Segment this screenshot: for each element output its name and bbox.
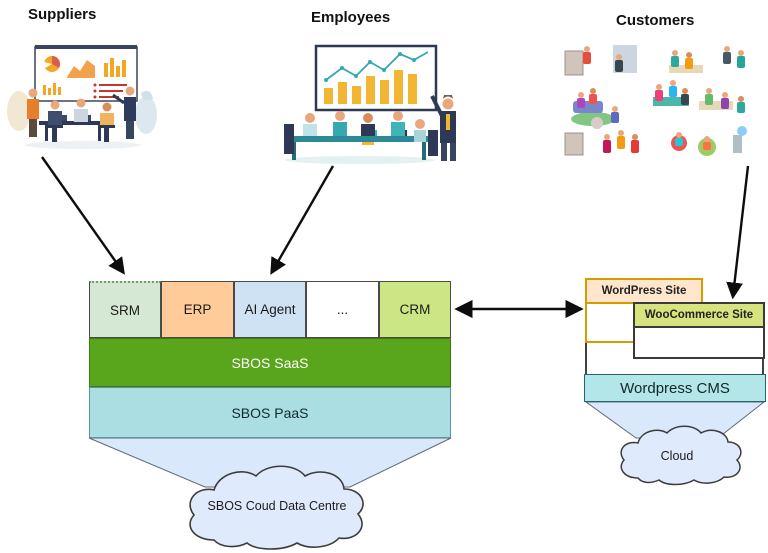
wordpress-cms-bar: Wordpress CMS bbox=[584, 374, 766, 402]
module-ellipsis: ... bbox=[306, 281, 379, 338]
suppliers-people bbox=[27, 86, 136, 142]
wordpress-cloud bbox=[620, 425, 742, 486]
customers-label: Customers bbox=[616, 12, 695, 29]
wordpress-cloud-label: Cloud bbox=[660, 449, 694, 463]
customers-people bbox=[577, 46, 745, 153]
presentation-board-icon bbox=[34, 45, 138, 102]
woocommerce-site-box: WooCommerce Site bbox=[633, 302, 765, 359]
presenter-figure bbox=[430, 95, 456, 161]
customers-image bbox=[557, 35, 757, 170]
employees-people bbox=[284, 111, 438, 156]
module-erp: ERP bbox=[161, 281, 234, 338]
module-crm: CRM bbox=[379, 281, 451, 338]
module-srm: SRM bbox=[89, 281, 161, 338]
arrow-employees-to-aiagent bbox=[270, 165, 335, 275]
module-ai-agent: AI Agent bbox=[234, 281, 306, 338]
sbos-saas-bar: SBOS SaaS bbox=[89, 338, 451, 387]
sbos-datacentre-label: SBOS Coud Data Centre bbox=[207, 499, 347, 513]
suppliers-illustration bbox=[7, 45, 157, 149]
suppliers-image bbox=[3, 33, 163, 155]
employees-label: Employees bbox=[311, 9, 391, 26]
sbos-cloud bbox=[189, 465, 364, 550]
employees-image bbox=[260, 38, 467, 167]
sbos-paas-bar: SBOS PaaS bbox=[89, 387, 451, 438]
arrow-suppliers-to-srm bbox=[41, 156, 125, 275]
customers-illustration bbox=[564, 45, 747, 156]
employees-illustration bbox=[284, 44, 456, 164]
sbos-funnel bbox=[88, 437, 452, 488]
suppliers-label: Suppliers bbox=[28, 6, 97, 23]
bar-chart-board-icon bbox=[314, 44, 438, 112]
arrow-customers-to-woocommerce bbox=[726, 165, 750, 300]
wordpress-site-header: WordPress Site bbox=[587, 280, 701, 304]
woocommerce-site-header: WooCommerce Site bbox=[635, 304, 763, 328]
